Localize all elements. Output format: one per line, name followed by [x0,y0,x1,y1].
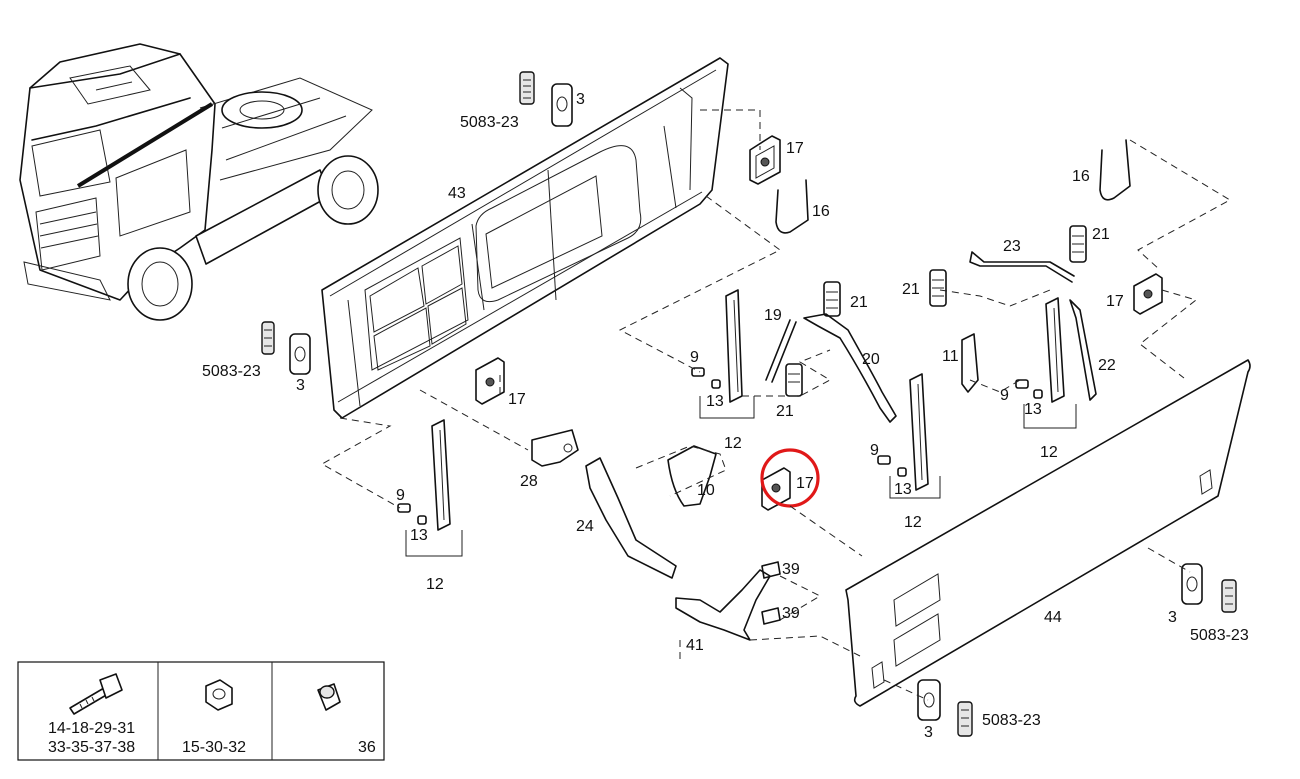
nut-codes: 15-30-32 [182,739,246,756]
pillar-12-right [1045,297,1065,403]
label-39: 39 [782,561,800,578]
bracket-17-highlighted [761,467,791,511]
label-16: 16 [1072,168,1090,185]
label-9: 9 [870,442,879,459]
reflector-5083-23-bottom [957,701,973,737]
rod-22 [1069,299,1097,401]
clips-9-13-left [397,503,427,525]
label-11: 11 [942,348,959,365]
label-12: 12 [904,514,922,531]
side-panel-43 [321,57,729,419]
label-16: 16 [812,203,830,220]
label-21: 21 [1092,226,1110,243]
label-5083-23: 5083-23 [1190,627,1249,644]
pillar-12-left [431,419,451,531]
label-9: 9 [396,487,405,504]
bracket-41 [675,569,771,641]
bolt-codes-line2: 33-35-37-38 [48,739,135,756]
label-21: 21 [850,294,868,311]
clip-21-d [785,363,803,397]
bolt-icon [69,673,123,715]
label-12: 12 [426,576,444,593]
label-28: 28 [520,473,538,490]
reflector-5083-23-top [519,71,535,105]
pillar-12-mid [909,373,929,491]
label-41: 41 [686,637,704,654]
label-9: 9 [1000,387,1009,404]
label-5083-23: 5083-23 [460,114,519,131]
label-21: 21 [776,403,794,420]
label-24: 24 [576,518,594,535]
bolt-codes-line1: 14-18-29-31 [48,720,135,737]
label-5083-23: 5083-23 [202,363,261,380]
plate-3-left [289,333,311,375]
clip-39-b [761,607,781,625]
label-12: 12 [724,435,742,452]
label-9: 9 [690,349,699,366]
label-17: 17 [786,140,804,157]
label-13: 13 [1024,401,1042,418]
label-17: 17 [796,475,814,492]
clips-9-13-upper [691,367,721,389]
label-3: 3 [924,724,933,741]
bracket-24 [585,457,677,579]
plate-3-top [551,83,573,127]
bracket-17-right [1133,273,1163,315]
reflector-5083-23-left [261,321,275,355]
plate-3-bottom [917,679,941,721]
label-39: 39 [782,605,800,622]
bracket-11 [961,333,979,393]
pillar-12-upper [725,289,743,403]
clips-9-13-right [1015,379,1043,399]
strap-16-right [1099,139,1131,201]
bracket-17-top [749,135,781,185]
label-17: 17 [508,391,526,408]
part-labels: 5083-23 3 43 17 16 16 21 23 21 21 17 19 … [202,91,1249,741]
bracket-17-mid [475,357,505,405]
label-13: 13 [706,393,724,410]
bracket-28 [531,429,579,467]
clip-21-c [823,281,841,317]
label-3: 3 [296,377,305,394]
clip-21-a [1069,225,1087,263]
label-13: 13 [894,481,912,498]
nut-icon [205,679,233,711]
label-3: 3 [1168,609,1177,626]
clip-21-b [929,269,947,307]
truck-illustration [19,43,379,321]
side-panel-44 [845,359,1251,707]
rod-19 [765,319,797,383]
hardware-legend: 14-18-29-31 33-35-37-38 15-30-32 36 [17,661,385,761]
label-17: 17 [1106,293,1124,310]
spacer-code: 36 [358,739,376,756]
plate-3-right [1181,563,1203,605]
label-19: 19 [764,307,782,324]
bar-23 [969,251,1075,283]
label-5083-23: 5083-23 [982,712,1041,729]
label-10: 10 [697,482,715,499]
label-13: 13 [410,527,428,544]
leader-lines [320,109,1232,701]
group-brackets-12 [405,396,1077,557]
label-22: 22 [1098,357,1116,374]
strap-16-top [775,179,809,234]
label-43: 43 [448,185,466,202]
label-20: 20 [862,351,880,368]
label-23: 23 [1003,238,1021,255]
bar-20 [803,313,897,423]
clips-9-13-mid [877,455,907,477]
label-12: 12 [1040,444,1058,461]
label-21: 21 [902,281,920,298]
spacer-icon [317,683,341,711]
label-44: 44 [1044,609,1062,626]
reflector-5083-23-right [1221,579,1237,613]
label-3: 3 [576,91,585,108]
clip-39-a [761,561,781,579]
